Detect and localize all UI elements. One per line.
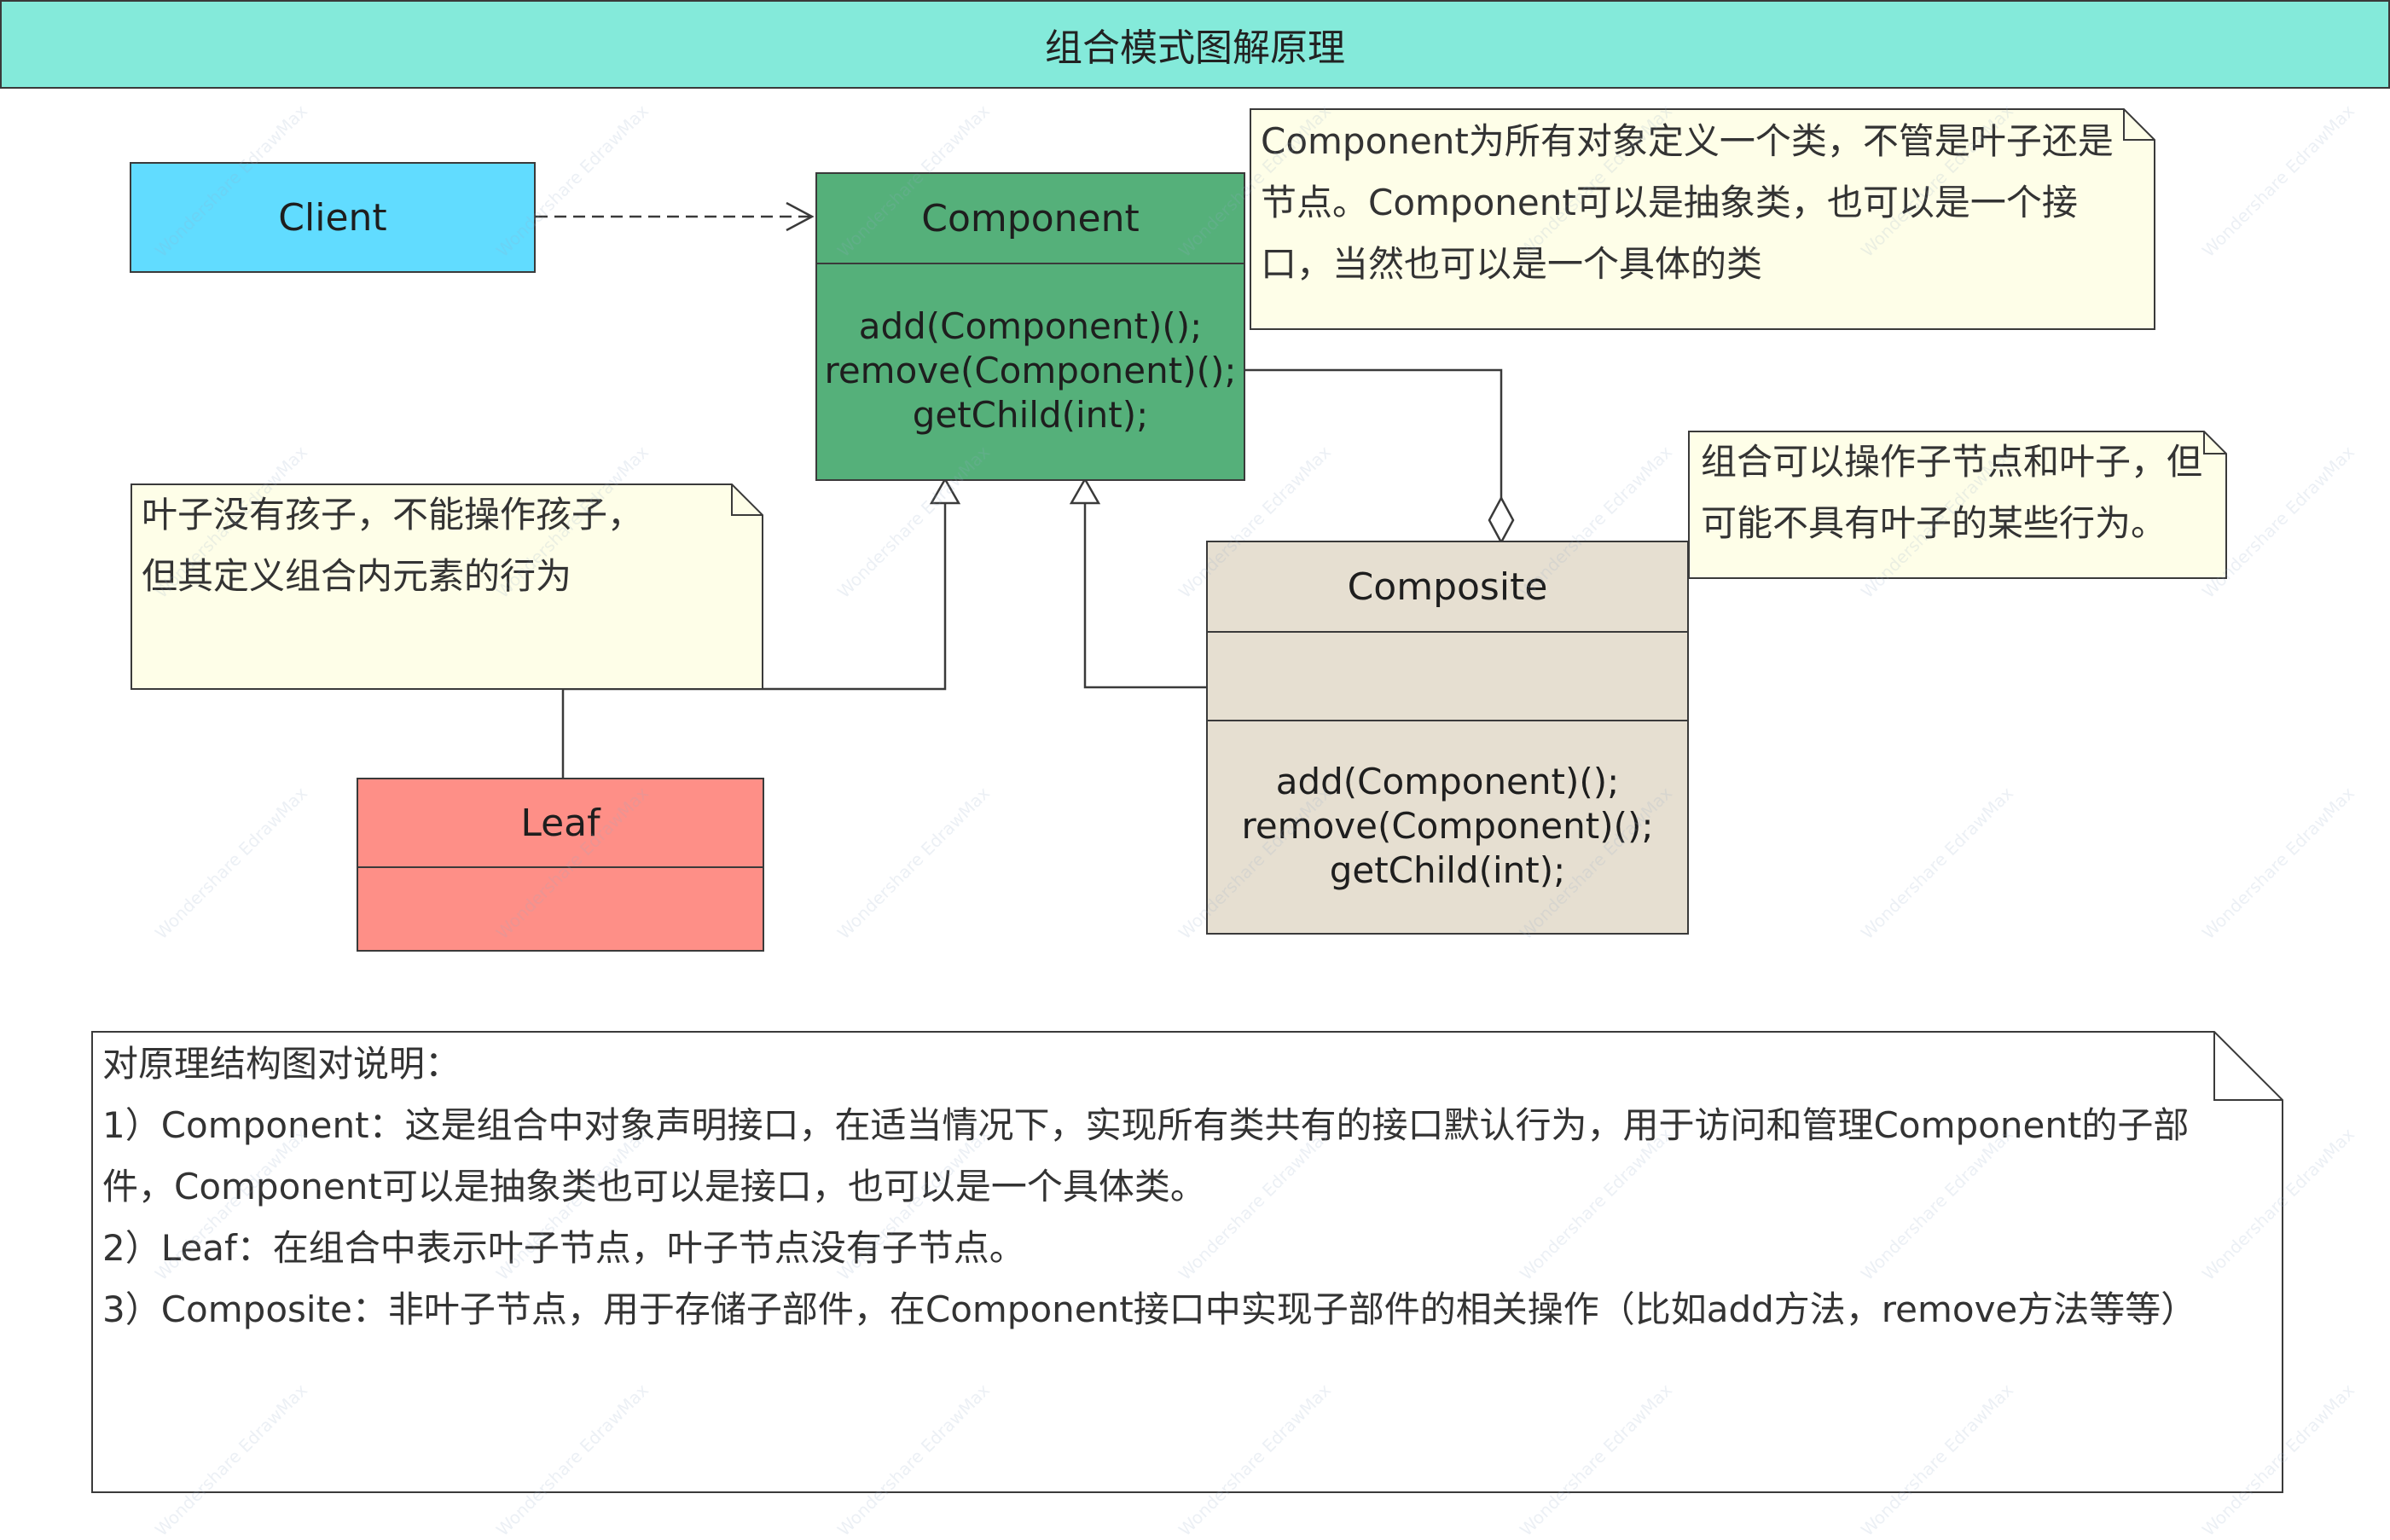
watermark: Wondershare EdrawMax (2197, 782, 2359, 944)
watermark: Wondershare EdrawMax (832, 1379, 995, 1540)
composite-op: add(Component)(); (1275, 761, 1620, 802)
dependency-arrowhead (786, 201, 815, 232)
composite-op: remove(Component)(); (1241, 805, 1654, 847)
composite-attributes (1208, 631, 1687, 721)
leaf-class-name: Leaf (358, 779, 763, 868)
note-line: 叶子没有孩子，不能操作孩子， (142, 494, 644, 536)
leaf-class[interactable]: Leaf (357, 778, 764, 952)
client-class[interactable]: Client (130, 162, 536, 273)
component-op: remove(Component)(); (824, 350, 1237, 391)
leaf-generalization-arrowhead (929, 477, 961, 505)
component-class-name: Component (817, 174, 1244, 264)
note-line: 可能不具有叶子的某些行为。 (1701, 502, 2167, 544)
leaf-note: 叶子没有孩子，不能操作孩子， 但其定义组合内元素的行为 (142, 484, 756, 607)
note-line: 口，当然也可以是一个具体的类 (1261, 243, 1763, 285)
client-class-name: Client (278, 195, 387, 240)
watermark: Wondershare EdrawMax (1174, 1379, 1336, 1540)
description-heading: 对原理结构图对说明： (102, 1043, 461, 1085)
watermark: Wondershare EdrawMax (491, 1379, 653, 1540)
component-class[interactable]: Component add(Component)(); remove(Compo… (815, 172, 1245, 481)
description-box: 对原理结构图对说明： 1）Component：这是组合中对象声明接口，在适当情况… (102, 1033, 2209, 1340)
composite-class[interactable]: Composite add(Component)(); remove(Compo… (1206, 541, 1689, 935)
composite-op: getChild(int); (1329, 849, 1566, 891)
component-op: getChild(int); (912, 394, 1149, 436)
aggregation-diamond (1488, 495, 1515, 545)
diagram-title: 组合模式图解原理 (0, 0, 2390, 89)
watermark: Wondershare EdrawMax (2197, 441, 2359, 603)
watermark: Wondershare EdrawMax (832, 782, 995, 944)
note-line: 但其定义组合内元素的行为 (142, 555, 572, 597)
watermark: Wondershare EdrawMax (1856, 782, 2018, 944)
description-line: 3）Composite：非叶子节点，用于存储子部件，在Component接口中实… (102, 1288, 2197, 1330)
note-line: 节点。Component可以是抽象类，也可以是一个接 (1261, 182, 2078, 223)
watermark: Wondershare EdrawMax (2197, 1379, 2359, 1540)
description-line: 1）Component：这是组合中对象声明接口，在适当情况下，实现所有类共有的接… (102, 1104, 2190, 1146)
component-note: Component为所有对象定义一个类，不管是叶子还是 节点。Component… (1261, 111, 2148, 295)
watermark: Wondershare EdrawMax (2197, 100, 2359, 262)
component-operations: add(Component)(); remove(Component)(); g… (817, 263, 1244, 479)
composite-operations: add(Component)(); remove(Component)(); g… (1208, 720, 1687, 933)
description-line: 件，Component可以是抽象类也可以是接口，也可以是一个具体类。 (102, 1166, 1206, 1207)
note-line: Component为所有对象定义一个类，不管是叶子还是 (1261, 120, 2114, 162)
composite-generalization-arrowhead (1069, 477, 1101, 505)
component-op: add(Component)(); (858, 305, 1203, 347)
note-line: 组合可以操作子节点和叶子，但 (1701, 441, 2203, 483)
watermark: Wondershare EdrawMax (150, 1379, 312, 1540)
composite-note: 组合可以操作子节点和叶子，但 可能不具有叶子的某些行为。 (1701, 431, 2221, 554)
watermark: Wondershare EdrawMax (2197, 1123, 2359, 1285)
composite-generalization-line (1083, 503, 1206, 689)
description-line: 2）Leaf：在组合中表示叶子节点，叶子节点没有子节点。 (102, 1227, 1025, 1269)
watermark: Wondershare EdrawMax (1515, 1379, 1677, 1540)
watermark: Wondershare EdrawMax (150, 782, 312, 944)
composite-class-name: Composite (1208, 542, 1687, 633)
aggregation-line (1245, 368, 1503, 498)
watermark: Wondershare EdrawMax (1856, 1379, 2018, 1540)
